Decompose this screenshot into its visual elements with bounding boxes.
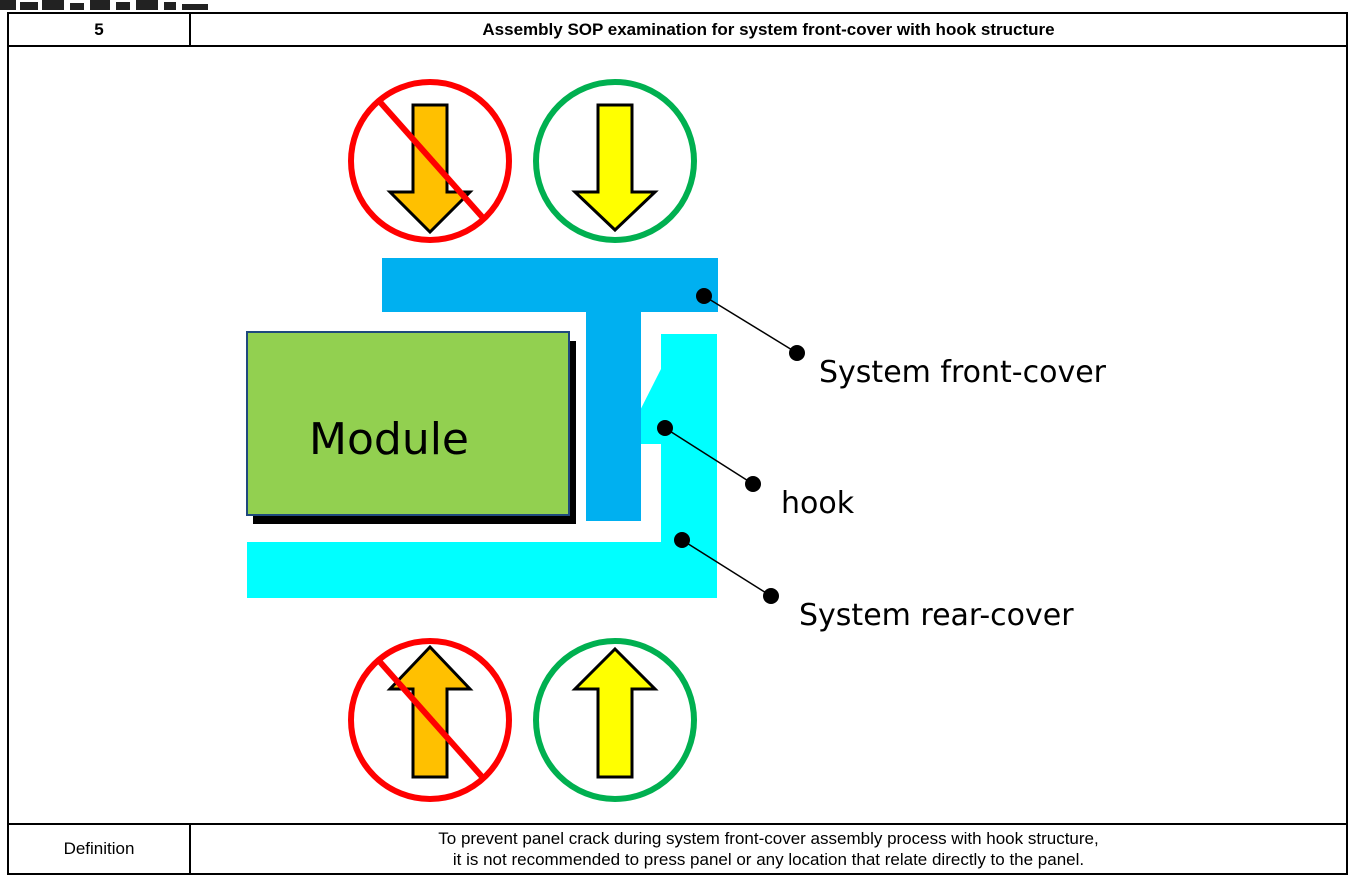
module-block: Module xyxy=(246,331,576,524)
prohibited-up-press-icon xyxy=(348,638,512,802)
definition-line-2: it is not recommended to press panel or … xyxy=(452,850,1085,869)
front-cover-label: System front-cover xyxy=(819,355,1107,390)
recommended-up-press-icon xyxy=(533,638,697,802)
recommended-down-press-icon xyxy=(533,79,697,243)
definition-line-1: To prevent panel crack during system fro… xyxy=(438,829,1099,848)
system-front-cover-shape xyxy=(382,258,718,521)
prohibited-down-press-icon xyxy=(348,79,512,243)
definition-label: Definition xyxy=(63,839,135,858)
hook-structure-diagram: Module System front-cover hook System re… xyxy=(246,79,1107,802)
callout-hook: hook xyxy=(657,420,855,521)
hook-label: hook xyxy=(781,486,855,521)
module-label: Module xyxy=(309,414,469,465)
callout-front-cover: System front-cover xyxy=(696,288,1107,390)
company-logo-fragment xyxy=(0,0,208,10)
item-number: 5 xyxy=(94,19,104,39)
rear-cover-label: System rear-cover xyxy=(799,598,1074,633)
page-title: Assembly SOP examination for system fron… xyxy=(482,19,1055,39)
callout-rear-cover: System rear-cover xyxy=(674,532,1074,633)
definition-text: To prevent panel crack during system fro… xyxy=(191,825,1346,873)
system-rear-cover-shape xyxy=(247,334,717,598)
